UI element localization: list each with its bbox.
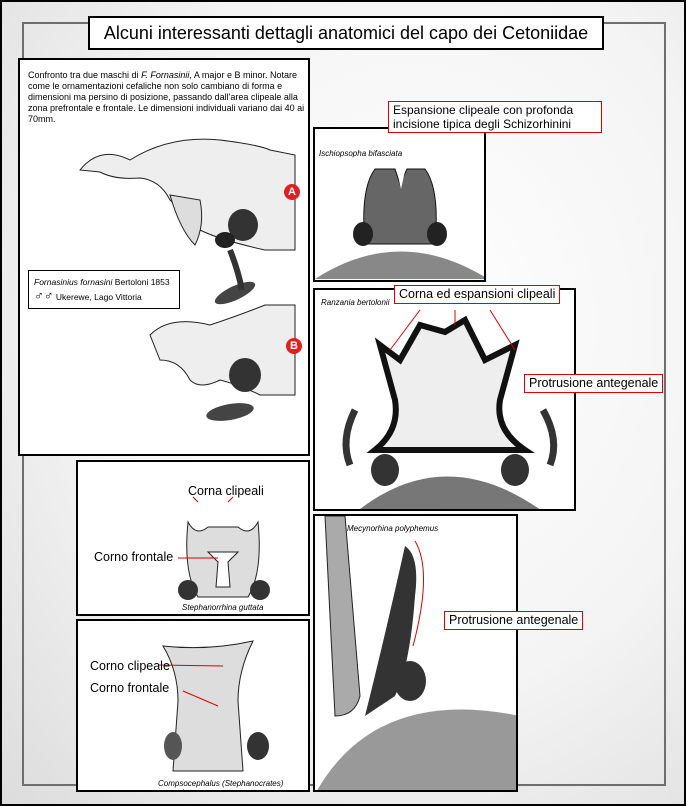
label-corno-frontale: Corno frontale xyxy=(94,550,174,564)
ischiopsopha-illustration xyxy=(315,168,484,279)
male-symbol: ♂♂ xyxy=(34,288,54,303)
ranzania-illustration xyxy=(342,309,558,509)
label-corna-clipeali: Corna clipeali xyxy=(188,484,264,498)
ranzania-panel: Ranzania bertolonii xyxy=(313,288,576,511)
label-corno-clipeale: Corno clipeale xyxy=(90,659,170,673)
description: Confronto tra due maschi di F. Fornasini… xyxy=(28,70,305,124)
head-minor xyxy=(149,304,296,421)
page-title: Alcuni interessanti dettagli anatomici d… xyxy=(88,16,604,50)
compsocephalus-illustration xyxy=(157,640,269,772)
head-major xyxy=(79,138,296,305)
label-corno-frontale: Corno frontale xyxy=(90,681,170,695)
caption: Stephanorrhina guttata xyxy=(182,603,264,612)
caption: Ranzania bertolonii xyxy=(321,298,390,307)
badge-b: B xyxy=(286,338,302,354)
fornasinius-illustration xyxy=(79,138,296,421)
badge-a: A xyxy=(284,184,300,200)
stephanorrhina-panel: Corna clipeali Corno frontale Stephanorr… xyxy=(76,460,310,616)
species-author: Bertoloni 1853 xyxy=(112,277,170,287)
label-protrusione-mecynorhina: Protrusione antegenale xyxy=(444,611,584,630)
stephanorrhina-illustration xyxy=(178,496,270,600)
ischiopsopha-panel: Ischiopsopha bifasciata xyxy=(313,127,486,282)
caption: Compsocephalus (Stephanocrates) preussi xyxy=(158,779,284,790)
label-protrusione-ranzania: Protrusione antegenale xyxy=(524,374,664,393)
species-box: Fornasinius fornasini Bertoloni 1853 ♂♂ … xyxy=(28,270,180,309)
compsocephalus-panel: Corno clipeale Corno frontale Compsoceph… xyxy=(76,619,310,792)
mecynorhina-panel: Mecynorhina polyphemus xyxy=(313,514,518,792)
fornasinius-panel: Confronto tra due maschi di F. Fornasini… xyxy=(18,58,310,456)
species-name: Fornasinius fornasini xyxy=(34,277,113,287)
label-espansione: Espansione clipeale con profonda incisio… xyxy=(388,101,602,133)
caption: Mecynorhina polyphemus xyxy=(347,524,439,533)
locality: Ukerewe, Lago Vittoria xyxy=(55,292,142,302)
label-corna-espansioni: Corna ed espansioni clipeali xyxy=(394,285,561,304)
mecynorhina-illustration xyxy=(317,516,516,790)
caption: Ischiopsopha bifasciata xyxy=(319,149,403,158)
